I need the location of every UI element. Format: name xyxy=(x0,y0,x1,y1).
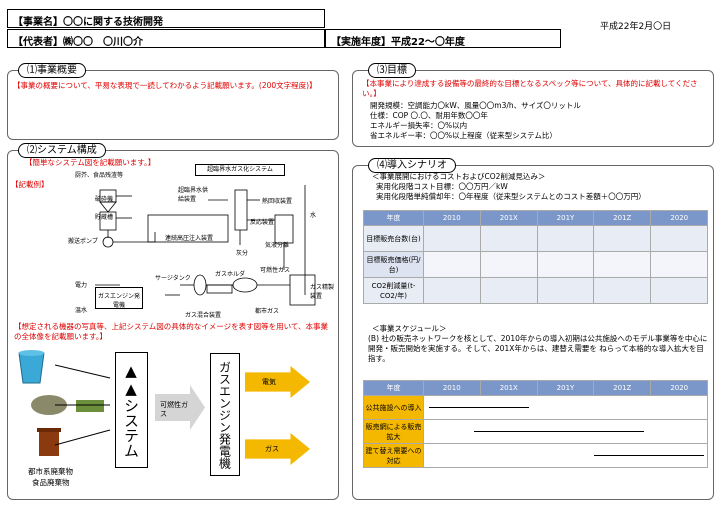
surge-label: サージタンク xyxy=(155,275,191,282)
system-label: ▲▲システム xyxy=(122,362,140,458)
waste-caption-2: 食品廃棄物 xyxy=(32,478,70,487)
section4-title: ⑷導入シナリオ xyxy=(368,158,456,173)
engine-box: ガスエンジン発電機 xyxy=(95,287,143,309)
ash-label: 灰分 xyxy=(236,250,249,257)
schedule-table: 年度 2010 201X 201Y 201Z 2020 公共施設への導入 販売網… xyxy=(363,380,708,468)
scenario-line-3: 実用化段階単純償却年：〇年程度（従来型システムとのコスト差額＋〇〇万円） xyxy=(376,192,646,201)
continuous-label: 連続高圧注入装置 xyxy=(165,235,214,242)
table-row-label: 目標販売価格(円/台) xyxy=(363,251,424,278)
table2-header: 2010 xyxy=(423,380,481,396)
engine-column: ガスエンジン発電機 xyxy=(210,353,240,476)
section1-text: 【事業の概要について、平易な表現で一読してわかるよう記載願います。(200文字程… xyxy=(13,81,317,90)
pump-label: 搬送ポンプ xyxy=(68,238,98,245)
waste-label: 厨芥、食品残渣等 xyxy=(75,172,124,179)
scenario-line-2: 実用化段階コスト目標：〇〇万円／kW xyxy=(376,182,508,191)
table2-header: 201Y xyxy=(537,380,594,396)
section3-instruction: 【本事業により達成する設備等の最終的な目標となるスペック等について、具体的に記載… xyxy=(362,79,698,98)
section1-title: ⑴事業概要 xyxy=(18,63,86,78)
table1-header: 2020 xyxy=(650,210,708,226)
representative: 【代表者】㈱〇〇 〇川〇介 xyxy=(7,29,325,48)
scw-supply-label: 超臨界水供給装置 xyxy=(178,187,209,203)
section4-frame xyxy=(352,165,714,500)
project-name: 【事業名】〇〇に関する技術開発 xyxy=(7,9,325,28)
goal-line-4: 省エネルギー率：〇〇%以上程度（従来型システム比） xyxy=(370,131,557,140)
refiner-label: ガス精製装置 xyxy=(310,284,335,300)
out-gas-label: ガス xyxy=(265,445,279,453)
table1-header: 201Y xyxy=(537,210,594,226)
table-row-label: CO2削減量(t-CO2/年) xyxy=(363,277,424,304)
goal-line-1: 開発規模：空調能力〇kW、風量〇〇m3/h、サイズ〇リットル xyxy=(370,101,581,110)
gas-arrow-label: 可燃性ガス xyxy=(160,401,188,418)
heat-recovery-label: 熱回収装置 xyxy=(262,198,293,205)
schedule-row-label: 販売網による販売拡大 xyxy=(363,419,424,444)
table1-header: 201X xyxy=(479,210,539,226)
mixer-label: ガス混合装置 xyxy=(185,312,222,319)
implementation-year: 【実施年度】平成22～〇年度 xyxy=(325,29,561,48)
schedule-bar xyxy=(474,431,644,432)
power-label: 電力 xyxy=(75,282,88,289)
schedule-text: (B) 社の販売ネットワークを核として、2010年からの導入初期は公共施設へのモ… xyxy=(368,334,708,363)
schedule-row-label: 公共施設への導入 xyxy=(363,395,424,420)
document-date: 平成22年2月〇日 xyxy=(600,22,672,32)
arrow-lines xyxy=(55,364,111,446)
combustible-gas-label: 可燃性ガス xyxy=(260,267,291,274)
section2-title: ⑵システム構成 xyxy=(18,143,106,158)
reactor-label: 反応装置 xyxy=(250,219,275,226)
water-label: 水 xyxy=(310,212,317,219)
section2-frame xyxy=(7,150,339,500)
section3-title: ⑶目標 xyxy=(368,63,416,78)
table2-header: 2020 xyxy=(650,380,708,396)
waste-illustration xyxy=(18,350,104,456)
city-gas-label: 都市ガス xyxy=(255,308,280,315)
section2-note: 【想定される機器の写真等、上記システム図の具体的なイメージを表す図等を用いて、本… xyxy=(14,322,329,341)
holder-label: ガスホルダ xyxy=(215,271,246,278)
scenario-line-1: ＜事業展開におけるコストおよびCO2削減見込み＞ xyxy=(372,172,546,181)
table-row-label: 目標販売台数(台) xyxy=(363,225,424,252)
separator-label: 気液分離 xyxy=(265,242,290,249)
system-box: ▲▲システム xyxy=(115,352,148,468)
engine-column-label: ガスエンジン発電機 xyxy=(217,360,232,469)
table2-header: 201X xyxy=(479,380,539,396)
diagram-title: 超臨界水ガス化システム xyxy=(195,164,285,176)
section3-frame xyxy=(352,70,714,147)
section2-instruction: 【簡単なシステム図を記載願います。】 xyxy=(25,158,156,167)
table2-header: 年度 xyxy=(363,380,424,396)
table1-header: 年度 xyxy=(363,210,424,226)
goal-line-2: 仕様：COP 〇.〇、耐用年数〇〇年 xyxy=(370,111,488,120)
section1-frame xyxy=(7,70,339,140)
crusher-label: 破砕機 xyxy=(95,196,114,203)
schedule-row-label: 建て替え需要への対応 xyxy=(363,443,424,468)
cost-table: 年度 2010 201X 201Y 201Z 2020 目標販売台数(台) 目標… xyxy=(363,210,708,304)
schedule-bar xyxy=(594,455,704,456)
out-power-label: 電気 xyxy=(262,378,276,386)
system-diagram-lines xyxy=(95,185,316,306)
table1-header: 2010 xyxy=(423,210,481,226)
schedule-title: ＜事業スケジュール＞ xyxy=(372,324,447,333)
goal-line-3: エネルギー損失率：〇%以内 xyxy=(370,121,468,130)
example-label: 【記載例】 xyxy=(11,180,49,189)
table2-header: 201Z xyxy=(592,380,652,396)
waste-caption-1: 都市系廃棄物 xyxy=(28,467,73,476)
schedule-bar xyxy=(429,407,529,408)
hot-water-label: 温水 xyxy=(75,307,88,314)
storage-label: 貯蔵槽 xyxy=(95,214,114,221)
table1-header: 201Z xyxy=(592,210,652,226)
